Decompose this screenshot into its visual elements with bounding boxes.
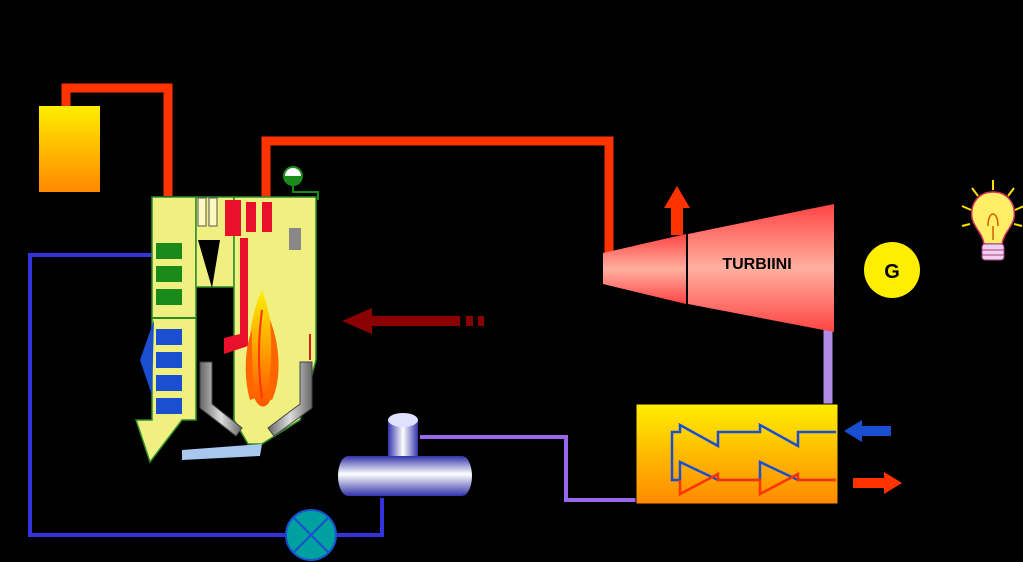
turbine-icon: TURBIINI — [603, 204, 834, 332]
extraction-steam-arrow — [664, 186, 690, 235]
feedwater-tank-icon — [338, 413, 472, 496]
main-steam-pipe — [261, 136, 614, 255]
steam-pipe-silo — [61, 83, 173, 196]
cooling-water-in-arrow — [844, 420, 891, 442]
feedwater-pipe — [28, 253, 290, 537]
cooling-water-out-arrow — [853, 472, 902, 494]
turbine-label: TURBIINI — [722, 256, 791, 273]
pump-icon — [285, 509, 337, 561]
condensate-pipe — [420, 435, 636, 502]
light-bulb-icon — [961, 180, 1023, 261]
steam-drum-icon — [283, 166, 319, 200]
feedwater-pipe-tank — [336, 498, 384, 537]
fuel-silo-icon — [39, 106, 100, 192]
condenser-icon — [635, 403, 839, 505]
generator-label: G — [884, 261, 900, 283]
flame-icon — [245, 290, 279, 407]
generator-icon: G — [864, 242, 920, 298]
boiler-icon — [134, 196, 317, 464]
fuel-feed-arrow — [342, 308, 484, 334]
